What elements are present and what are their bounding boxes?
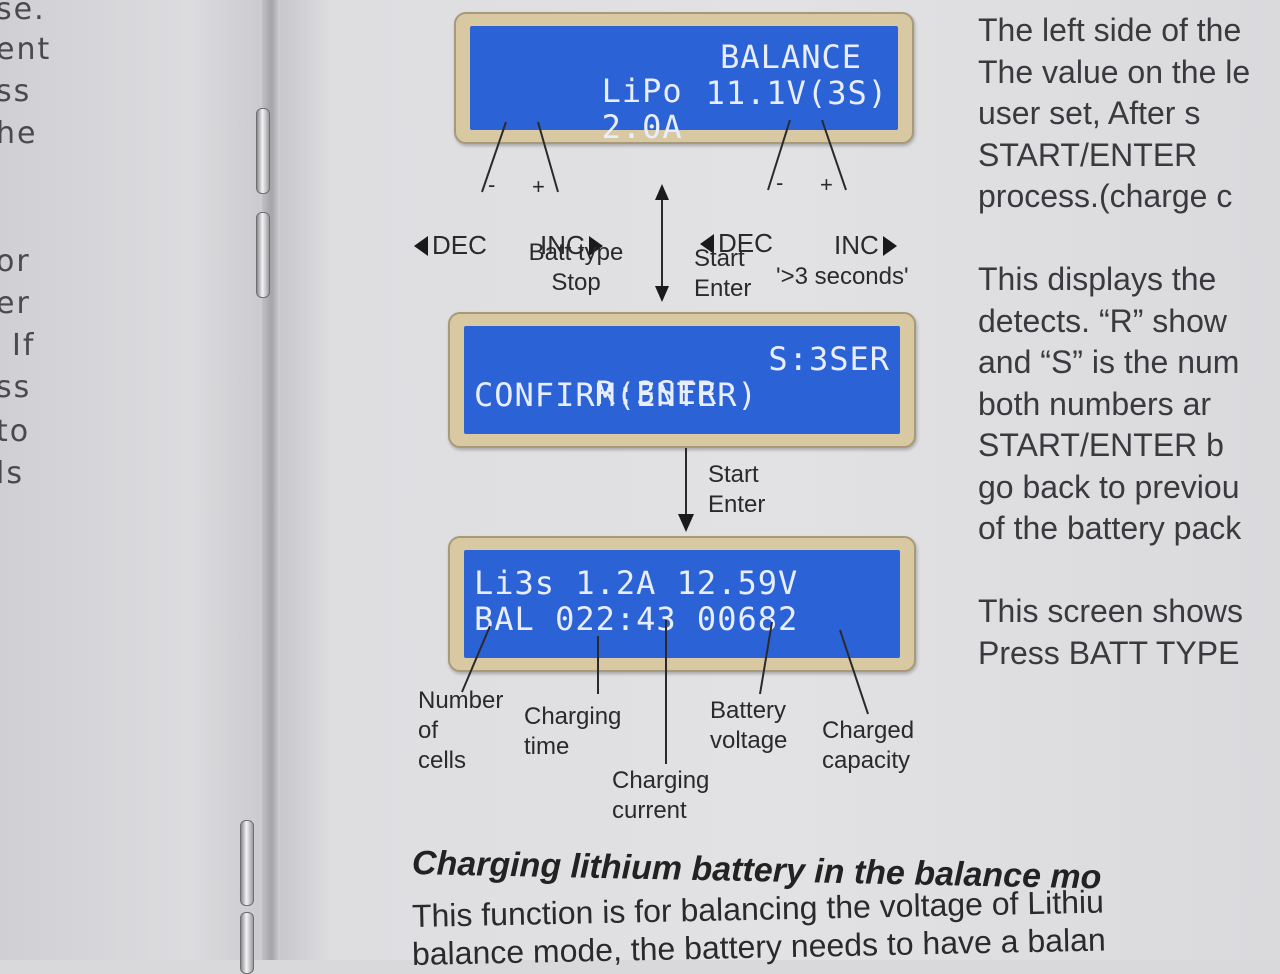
plus-sign: + <box>532 174 545 199</box>
text-line: go back to previou <box>978 468 1240 505</box>
pointer-line <box>759 621 773 695</box>
pointer-line <box>481 121 507 193</box>
charging-time-label: Charging time <box>524 703 622 760</box>
lcd-screen: R:3SER S:3SER CONFIRM(ENTER) <box>464 326 900 434</box>
staple <box>240 820 254 906</box>
lcd-cells-detected: R:3SER <box>595 374 718 412</box>
lcd-battery-type: LiPo <box>601 72 683 110</box>
text-line: This displays the <box>978 261 1217 297</box>
text-line: This screen shows <box>978 593 1243 629</box>
lcd-line-2: BAL 022:43 00682 <box>474 600 799 638</box>
pointer-line <box>767 119 791 191</box>
lcd-mode: BALANCE <box>720 38 862 76</box>
inc-label: INC <box>834 200 897 260</box>
right-page <box>272 0 1280 960</box>
text-line: The left side of the <box>978 12 1242 48</box>
text-line: START/ENTER b <box>978 427 1224 463</box>
left-page: se. ent ss he or er If ss to ls <box>0 0 272 960</box>
three-seconds-label: '>3 seconds' <box>776 263 909 290</box>
staple <box>256 212 270 298</box>
text-line: process.(charge c <box>978 178 1233 214</box>
start-enter-label: Start Enter <box>694 245 752 302</box>
left-text-fragment: ss <box>0 74 32 109</box>
dec-label: DEC <box>700 198 773 258</box>
minus-sign: - <box>488 172 496 197</box>
text-line: both numbers ar <box>978 385 1212 422</box>
inc-label: INC <box>540 200 603 260</box>
lcd-line-2: CONFIRM(ENTER) <box>474 376 758 414</box>
right-text-column: The left side of the The value on the le… <box>978 10 1280 674</box>
text-line: Press BATT TYPE <box>978 634 1240 671</box>
left-text-fragment: he <box>0 116 38 151</box>
lcd-display-charging: Li3s 1.2A 12.59V BAL 022:43 00682 <box>448 536 916 672</box>
pointer-line <box>821 119 847 191</box>
lcd-screen: LiPo BALANCE 2.0A 11.1V(3S) <box>470 26 898 144</box>
left-text-fragment: or <box>0 244 31 279</box>
left-text-fragment: se. <box>0 0 46 27</box>
lcd-line-1: LiPo BALANCE <box>480 40 888 176</box>
lcd-current: 2.0A <box>601 108 683 146</box>
text-line <box>978 550 1280 592</box>
minus-sign: - <box>776 170 784 195</box>
pointer-line <box>537 121 559 193</box>
text-line: of the battery pack <box>978 510 1242 546</box>
left-text-fragment: If <box>12 328 36 363</box>
left-text-fragment: ent <box>0 32 52 67</box>
left-triangle-icon <box>700 234 714 254</box>
lcd-voltage: 11.1V(3S) <box>705 74 888 112</box>
lcd-line-1: Li3s 1.2A 12.59V <box>474 564 799 602</box>
left-text-fragment: ls <box>0 456 24 491</box>
right-triangle-icon <box>588 236 603 256</box>
lcd-line-2: 2.0A 11.1V(3S) <box>480 76 888 212</box>
text-line: The value on the le <box>978 53 1251 90</box>
lcd-display-balance-setup: LiPo BALANCE 2.0A 11.1V(3S) <box>454 12 914 144</box>
batt-type-stop-label: Batt type Stop <box>528 239 624 296</box>
number-of-cells-label: Number of cells <box>418 687 504 774</box>
pointer-line <box>461 625 491 693</box>
arrow-head-down <box>678 514 694 532</box>
plus-sign: + <box>820 172 833 197</box>
charging-current-label: Charging current <box>612 767 710 824</box>
left-text-fragment: to <box>0 414 31 449</box>
start-enter-label: Start Enter <box>708 461 766 518</box>
left-text-fragment: ss <box>0 370 32 405</box>
arrow-head-down <box>655 286 669 302</box>
text-line <box>978 218 1280 260</box>
arrow-head-up <box>655 184 669 200</box>
lcd-screen: Li3s 1.2A 12.59V BAL 022:43 00682 <box>464 550 900 658</box>
left-triangle-icon <box>414 236 428 256</box>
text-line: START/ENTER <box>978 136 1198 173</box>
text-line: user set, After s <box>978 95 1201 131</box>
pointer-line <box>839 629 869 715</box>
text-line: and “S” is the num <box>978 344 1240 380</box>
charged-capacity-label: Charged capacity <box>822 717 915 774</box>
lcd-display-confirm: R:3SER S:3SER CONFIRM(ENTER) <box>448 312 916 448</box>
dec-label: DEC <box>414 200 487 260</box>
text-line: detects. “R” show <box>978 302 1227 339</box>
staple <box>256 108 270 194</box>
lcd-line-1: R:3SER S:3SER <box>474 342 890 478</box>
right-triangle-icon <box>882 236 897 256</box>
lcd-cells-set: S:3SER <box>768 340 890 378</box>
left-text-fragment: er <box>0 286 31 321</box>
battery-voltage-label: Battery voltage <box>710 697 788 754</box>
